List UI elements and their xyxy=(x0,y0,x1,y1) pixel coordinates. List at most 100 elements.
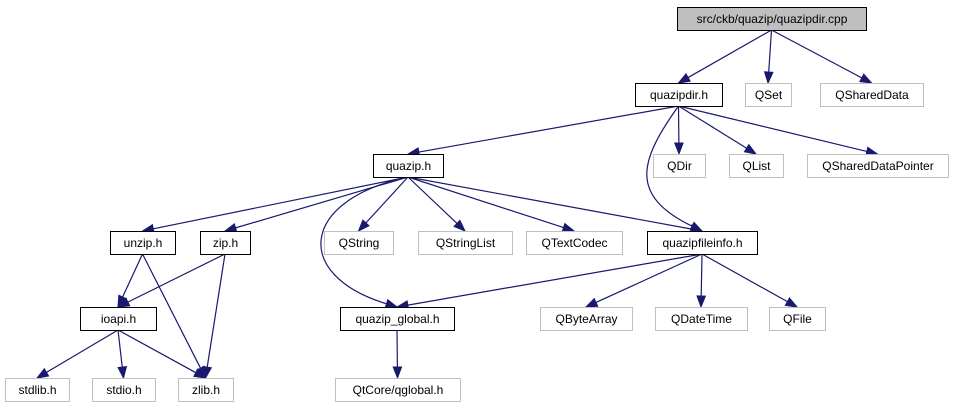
arrowhead xyxy=(392,366,403,380)
node-box xyxy=(200,231,251,255)
node-qtcore-qglobal-h: QtCore/qglobal.h xyxy=(335,378,461,402)
node-label: unzip.h xyxy=(124,236,163,250)
node-box xyxy=(769,307,826,331)
arrowhead xyxy=(202,365,213,380)
arrowhead xyxy=(193,368,207,379)
node-box xyxy=(178,378,234,402)
node-box xyxy=(677,7,867,31)
node-box xyxy=(373,154,444,178)
node-stdio-h: stdio.h xyxy=(92,378,156,402)
edge-quazipdir-cpp-to-qshareddata xyxy=(771,29,873,84)
edge-quazip-h-to-qtextcodec xyxy=(407,176,576,233)
edge-quazipdir-cpp-to-qset xyxy=(763,29,774,85)
node-qfile: QFile xyxy=(769,307,826,331)
arrowhead xyxy=(584,297,599,308)
node-qstringlist: QStringList xyxy=(418,231,513,255)
node-qdatetime: QDateTime xyxy=(655,307,748,331)
node-label: QTextCodec xyxy=(541,236,607,250)
node-box xyxy=(526,231,623,255)
edge-quazipdir-h-to-qshareddatapointer xyxy=(678,105,879,157)
node-box xyxy=(540,307,633,331)
arrowhead xyxy=(357,219,370,233)
node-box xyxy=(418,231,513,255)
node-label: QByteArray xyxy=(555,312,617,326)
arrowhead xyxy=(743,143,758,155)
node-box xyxy=(635,83,723,107)
node-label: zip.h xyxy=(213,236,238,250)
node-label: quazip_global.h xyxy=(355,312,439,326)
node-label: src/ckb/quazip/quazipdir.cpp xyxy=(697,12,848,26)
node-label: QDir xyxy=(667,159,692,173)
node-label: ioapi.h xyxy=(101,312,136,326)
arrowhead xyxy=(116,297,131,308)
node-unzip-h[interactable]: unzip.h xyxy=(110,231,176,255)
node-box xyxy=(653,154,706,178)
edge-quazipdir-cpp-to-quazipdir-h xyxy=(677,29,772,84)
node-label: QString xyxy=(339,236,380,250)
edge-unzip-h-to-ioapi-h xyxy=(117,253,144,309)
node-label: zlib.h xyxy=(192,383,220,397)
edge-quazip-h-to-qstring xyxy=(357,176,409,233)
node-label: QSharedDataPointer xyxy=(822,159,933,173)
arrowhead xyxy=(763,71,774,85)
node-quazipdir-cpp[interactable]: src/ckb/quazip/quazipdir.cpp xyxy=(677,7,867,31)
node-box xyxy=(335,378,461,402)
node-box xyxy=(92,378,156,402)
node-box xyxy=(807,154,949,178)
edge-quazip-h-to-qstringlist xyxy=(407,176,467,232)
node-box xyxy=(647,231,758,255)
node-label: QtCore/qglobal.h xyxy=(353,383,444,397)
node-box xyxy=(655,307,748,331)
node-label: QSet xyxy=(755,88,783,102)
edge-ioapi-h-to-stdio-h xyxy=(117,329,128,380)
node-qtextcodec: QTextCodec xyxy=(526,231,623,255)
edge-zip-h-to-zlib-h xyxy=(202,253,226,380)
edge-quazipfileinfo-h-to-quazip-global-h xyxy=(395,253,703,310)
node-quazip-h[interactable]: quazip.h xyxy=(373,154,444,178)
node-quazipfileinfo-h[interactable]: quazipfileinfo.h xyxy=(647,231,758,255)
node-label: QFile xyxy=(783,312,812,326)
node-qlist: QList xyxy=(729,154,784,178)
node-box xyxy=(324,231,394,255)
node-ioapi-h[interactable]: ioapi.h xyxy=(80,307,157,331)
node-label: quazipdir.h xyxy=(650,88,708,102)
node-qset: QSet xyxy=(745,83,792,107)
edge-quazipfileinfo-h-to-qdatetime xyxy=(696,253,707,309)
arrowhead xyxy=(384,298,399,309)
edge-quazipfileinfo-h-to-qfile xyxy=(701,253,799,308)
node-box xyxy=(5,378,70,402)
node-zip-h[interactable]: zip.h xyxy=(200,231,251,255)
arrowhead xyxy=(673,142,684,156)
arrowhead xyxy=(35,367,50,379)
node-label: stdio.h xyxy=(106,383,141,397)
arrowhead xyxy=(453,219,467,232)
node-quazipdir-h[interactable]: quazipdir.h xyxy=(635,83,723,107)
node-qbytearray: QByteArray xyxy=(540,307,633,331)
edge-quazipdir-h-to-qdir xyxy=(673,105,684,156)
arrowhead xyxy=(696,295,707,309)
node-qstring: QString xyxy=(324,231,394,255)
edge-quazipfileinfo-h-to-qbytearray xyxy=(584,253,703,308)
arrowhead xyxy=(784,297,799,308)
node-label: quazip.h xyxy=(386,159,431,173)
arrowhead xyxy=(223,223,238,233)
node-box xyxy=(820,83,924,107)
edges-layer xyxy=(35,29,879,380)
arrowhead xyxy=(117,366,128,380)
node-stdlib-h: stdlib.h xyxy=(5,378,70,402)
node-label: QStringList xyxy=(436,236,496,250)
arrowhead xyxy=(859,73,873,84)
node-qdir: QDir xyxy=(653,154,706,178)
node-label: stdlib.h xyxy=(18,383,56,397)
edge-zip-h-to-ioapi-h xyxy=(116,253,226,308)
node-quazip-global-h[interactable]: quazip_global.h xyxy=(340,307,455,331)
edge-ioapi-h-to-stdlib-h xyxy=(35,329,119,379)
edge-quazipdir-h-to-qlist xyxy=(678,105,758,155)
node-label: QDateTime xyxy=(671,312,732,326)
edge-quazip-global-h-to-qtcore-qglobal-h xyxy=(392,329,403,380)
node-qshareddatapointer: QSharedDataPointer xyxy=(807,154,949,178)
node-box xyxy=(110,231,176,255)
node-label: QList xyxy=(742,159,771,173)
